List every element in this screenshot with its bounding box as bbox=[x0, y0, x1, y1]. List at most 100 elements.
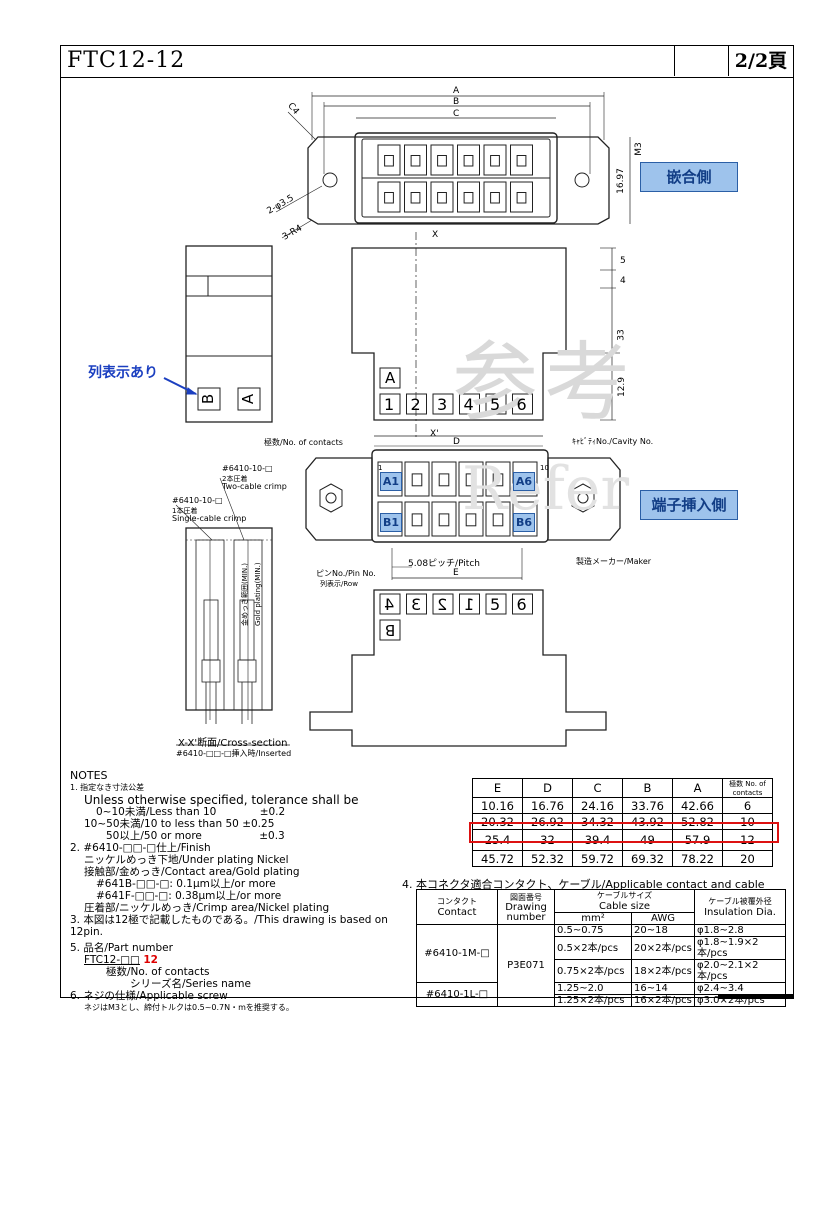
mating-side-callout: 嵌合側 bbox=[640, 162, 738, 192]
note-1b: 0~10未満/Less than 10 bbox=[96, 806, 217, 818]
dim-cell: 33.76 bbox=[622, 797, 673, 814]
technical-drawing bbox=[163, 92, 631, 747]
title-block: FTC12-12 2/2頁 bbox=[61, 46, 793, 78]
cable-cell: 16~14 bbox=[631, 982, 695, 995]
top-view-cavities bbox=[377, 144, 533, 213]
pin-number: 4 bbox=[384, 595, 395, 614]
cable-cell: φ1.8~1.9×2本/pcs bbox=[694, 936, 786, 960]
dim-4-label: 4 bbox=[620, 276, 626, 286]
row-display-note: 列表示あり bbox=[88, 365, 158, 381]
cross-section bbox=[175, 477, 290, 746]
cavity-contact bbox=[438, 473, 450, 487]
highlight-12-pin-row bbox=[469, 822, 779, 843]
note-1a: Unless otherwise specified, tolerance sh… bbox=[84, 793, 359, 807]
pin-number: 1 bbox=[384, 395, 395, 414]
note-5a-red: 12 bbox=[143, 954, 158, 966]
cavity bbox=[458, 501, 484, 537]
cavity bbox=[377, 181, 401, 213]
watermark-kanji: 参考 bbox=[452, 333, 636, 433]
pin-box bbox=[379, 393, 401, 415]
pin-box bbox=[512, 593, 533, 615]
cavity-contact bbox=[465, 513, 477, 527]
dim-b-label: B bbox=[453, 97, 460, 107]
pin-no-label: ピンNo./Pin No. bbox=[316, 569, 376, 578]
cable-table-title: 4. 本コネクタ適合コンタクト、ケーブル/Applicable contact … bbox=[402, 878, 765, 891]
pin-a6-label: A6 bbox=[513, 472, 535, 491]
cavity bbox=[404, 144, 427, 176]
pin-number: 6 bbox=[516, 595, 527, 614]
cavity-contact bbox=[437, 155, 447, 167]
maker-label: 製造メーカー/Maker bbox=[576, 557, 652, 566]
dim-cell: 26.92 bbox=[522, 813, 573, 830]
section-xp-label: X' bbox=[430, 429, 439, 439]
note-2a: ニッケルめっき下地/Under plating Nickel bbox=[84, 854, 289, 866]
cavity bbox=[483, 181, 507, 213]
note-1d: 50以上/50 or more bbox=[106, 830, 202, 842]
cavity bbox=[404, 501, 430, 537]
cavity bbox=[457, 144, 480, 176]
pin-box bbox=[512, 393, 533, 415]
dim-cell: 16.76 bbox=[522, 797, 573, 814]
cavity-contact bbox=[490, 155, 500, 167]
note-5c: シリーズ名/Series name bbox=[130, 978, 251, 990]
dim-cell: 10.16 bbox=[472, 797, 523, 814]
dim-cell: 78.22 bbox=[672, 850, 723, 867]
footer-bar bbox=[718, 994, 794, 999]
cavity-contact bbox=[410, 192, 421, 204]
dim-header-cell: 極数 No. of contacts bbox=[722, 778, 773, 798]
cavity-contact bbox=[492, 513, 504, 527]
pin-number: 2 bbox=[437, 595, 448, 614]
pin-number-row bbox=[379, 393, 533, 415]
dim-header-cell: E bbox=[472, 778, 523, 798]
drawing-number: P3E071 bbox=[497, 924, 555, 1007]
dim-cell: 45.72 bbox=[472, 850, 523, 867]
cavity-contact bbox=[492, 473, 504, 487]
cavity-no-label: ｷｬﾋﾞﾃｨNo./Cavity No. bbox=[572, 437, 654, 446]
cavity-contact bbox=[410, 155, 421, 167]
cavity bbox=[431, 501, 457, 537]
cavity-contact bbox=[411, 473, 423, 487]
pin-box bbox=[406, 393, 427, 415]
two-cable-en: Two-cable crimp bbox=[222, 482, 287, 491]
side-view bbox=[163, 245, 273, 423]
no-contacts-label: 極数/No. of contacts bbox=[264, 438, 343, 447]
cavity-contact bbox=[438, 513, 450, 527]
note-2d: #641F-□□-□: 0.38μm以上/or more bbox=[96, 890, 282, 902]
cavity-contact bbox=[516, 155, 527, 167]
dim-cell: 69.32 bbox=[622, 850, 673, 867]
cable-cell: 20~18 bbox=[631, 924, 695, 937]
pin-number-row-mirrored bbox=[379, 593, 533, 615]
pin-a1-label: A1 bbox=[380, 472, 402, 491]
note-2b: 接触部/金めっき/Contact area/Gold plating bbox=[84, 866, 300, 878]
dim-d-label: D bbox=[453, 437, 460, 447]
note-5a: FTC12-□□ bbox=[84, 954, 140, 966]
cavity-contact bbox=[384, 155, 394, 167]
dim-header-cell: C bbox=[572, 778, 623, 798]
cavity bbox=[485, 501, 511, 537]
cavity-contact bbox=[516, 192, 527, 204]
pin-number: 3 bbox=[437, 395, 448, 414]
cable-cell: 0.5×2本/pcs bbox=[554, 936, 632, 960]
cable-cell: 16×2本/pcs bbox=[631, 994, 695, 1007]
page-number: 2/2頁 bbox=[728, 46, 793, 76]
contact-1m: #6410-1M-□ bbox=[416, 924, 498, 983]
pin-box bbox=[432, 393, 454, 415]
bottom-profile bbox=[309, 589, 607, 747]
section-x-label: X bbox=[432, 230, 439, 240]
cable-cell: φ1.8~2.8 bbox=[694, 924, 786, 937]
pin-b6-label: B6 bbox=[513, 513, 535, 532]
dim-c-label: C bbox=[453, 109, 460, 119]
cable-cell: 1.25~2.0 bbox=[554, 982, 632, 995]
note-2e: 圧着部/ニッケルめっき/Crimp area/Nickel plating bbox=[84, 902, 330, 914]
notes-title: NOTES bbox=[70, 769, 108, 782]
single-cable-part: #6410-10-□ bbox=[172, 496, 223, 505]
dim-33-label: 33 bbox=[616, 329, 627, 341]
cavity-contact bbox=[465, 473, 477, 487]
two-cable-jp: 2本圧着 bbox=[222, 475, 248, 483]
pin-number: 6 bbox=[516, 395, 527, 414]
terminal-side-callout: 端子挿入側 bbox=[640, 490, 738, 520]
